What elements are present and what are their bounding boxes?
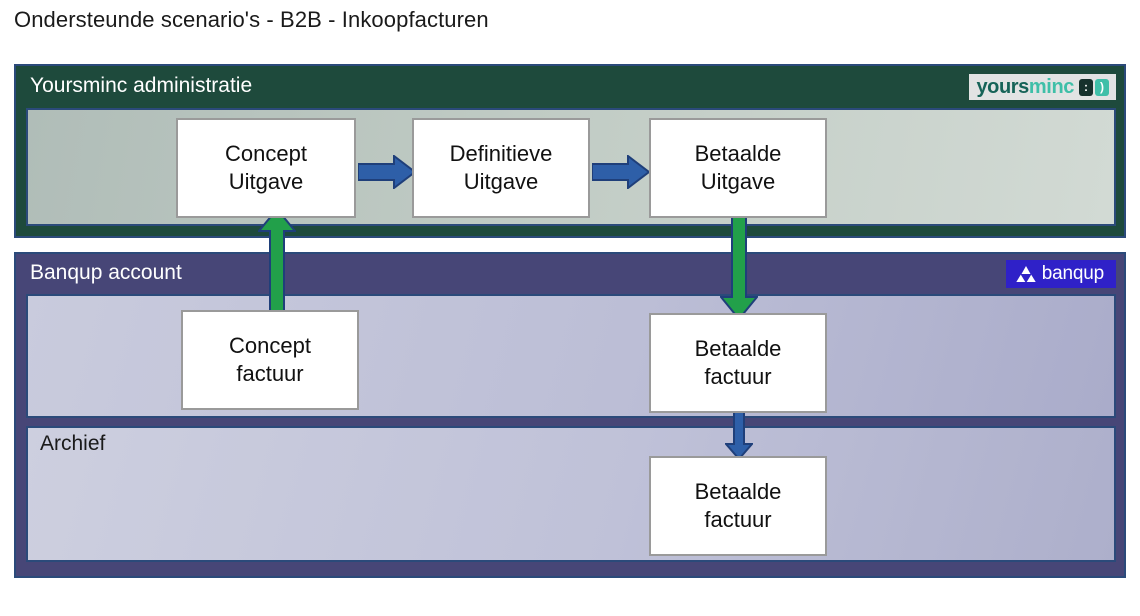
node-line-2: factuur <box>704 507 772 532</box>
node-line-1: Betaalde <box>694 140 782 166</box>
node-line-2: factuur <box>236 361 304 386</box>
archief-inner-panel: Archief <box>26 426 1116 562</box>
node-betaalde-uitgave[interactable]: Betaalde Uitgave <box>649 118 827 218</box>
node-line-2: Uitgave <box>463 169 539 194</box>
banqup-triangles-icon <box>1016 266 1036 282</box>
node-concept-factuur[interactable]: Concept factuur <box>181 310 359 410</box>
node-line-1: Definitieve <box>449 140 553 166</box>
node-line-1: Betaalde <box>694 335 782 361</box>
node-concept-uitgave[interactable]: Concept Uitgave <box>176 118 356 218</box>
node-line-1: Betaalde <box>694 478 782 504</box>
yoursminc-header: Yoursminc administratie <box>30 74 253 97</box>
node-line-2: Uitgave <box>700 169 776 194</box>
banqup-logo: banqup <box>1005 260 1116 288</box>
node-line-1: Concept <box>225 140 307 166</box>
yoursminc-logo-part2: minc <box>1028 75 1074 98</box>
arrow-concept-factuur-to-concept-uitgave <box>258 208 296 320</box>
node-line-2: Uitgave <box>228 169 304 194</box>
node-line-2: factuur <box>704 364 772 389</box>
yoursminc-logo-part1: yours <box>976 75 1029 98</box>
node-line-1: Concept <box>229 332 311 358</box>
arrow-betaalde-uitgave-to-betaalde-factuur <box>720 208 758 320</box>
node-betaalde-factuur-archief[interactable]: Betaalde factuur <box>649 456 827 556</box>
node-definitieve-uitgave[interactable]: Definitieve Uitgave <box>412 118 590 218</box>
banqup-logo-text: banqup <box>1041 263 1104 284</box>
banqup-header: Banqup account <box>30 261 182 284</box>
node-betaalde-factuur-banqup[interactable]: Betaalde factuur <box>649 313 827 413</box>
yoursminc-smiley-icon: : ) <box>1079 78 1109 96</box>
page-title: Ondersteunde scenario's - B2B - Inkoopfa… <box>14 7 489 32</box>
arrow-concept-to-definitieve <box>358 155 416 189</box>
archief-header: Archief <box>40 432 106 455</box>
banqup-section: Banqup account banqup Archief <box>14 252 1126 578</box>
arrow-definitieve-to-betaalde <box>592 155 650 189</box>
smiley-mouth-icon: ) <box>1095 78 1109 96</box>
smiley-eyes-icon: : <box>1079 78 1093 96</box>
